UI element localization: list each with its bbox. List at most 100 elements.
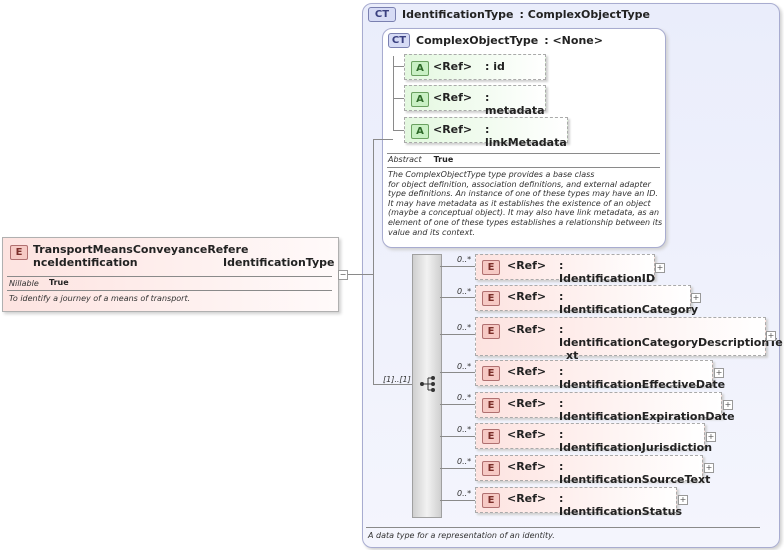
- element-identification-jurisdiction[interactable]: E <Ref> : IdentificationJurisdiction: [475, 423, 712, 454]
- attribute-link-metadata[interactable]: A <Ref> : linkMetadata: [404, 117, 568, 149]
- complex-object-type-divider-2: [387, 167, 660, 168]
- root-connector: [348, 274, 373, 275]
- plus-icon[interactable]: +: [704, 463, 714, 473]
- plus-icon[interactable]: +: [706, 432, 716, 442]
- attribute-id[interactable]: A <Ref> : id: [404, 54, 546, 80]
- plus-icon[interactable]: +: [766, 331, 776, 341]
- sequence-bar[interactable]: [412, 254, 442, 518]
- complex-object-type-description: The ComplexObjectType type provides a ba…: [388, 170, 663, 237]
- attribute-connector-h2: [393, 98, 405, 99]
- seq-connector: [440, 266, 476, 267]
- complex-object-type-title: ComplexObjectType: [416, 34, 539, 47]
- seq-connector: [440, 468, 476, 469]
- attribute-connector-vertical: [393, 56, 394, 130]
- identification-type-header[interactable]: CT IdentificationType : ComplexObjectTyp…: [368, 7, 650, 22]
- attribute-name: : metadata: [485, 91, 545, 117]
- element-occurrence: 0..*: [457, 255, 472, 264]
- element-icon: E: [482, 324, 500, 339]
- attribute-connector-h1: [393, 66, 405, 67]
- description-line: element of one of these types establishe…: [388, 217, 663, 227]
- plus-icon[interactable]: +: [655, 263, 665, 273]
- element-occurrence: 0..*: [457, 287, 472, 296]
- element-ref: <Ref>: [507, 492, 547, 505]
- element-name: : IdentificationExpirationDate: [559, 397, 735, 423]
- seq-connector: [440, 500, 476, 501]
- element-icon: E: [482, 366, 500, 381]
- attribute-ref: <Ref>: [433, 60, 473, 73]
- sequence-occurrence: [1]..[1]: [383, 375, 411, 384]
- abstract-value: True: [433, 155, 454, 164]
- plus-icon[interactable]: +: [678, 495, 688, 505]
- element-icon: E: [482, 461, 500, 476]
- connector-to-sequence-v: [373, 374, 374, 385]
- abstract-row: Abstract True: [388, 155, 453, 164]
- plus-icon[interactable]: +: [723, 400, 733, 410]
- element-ref: <Ref>: [507, 323, 547, 336]
- element-identification-source-text[interactable]: E <Ref> : IdentificationSourceText: [475, 455, 710, 486]
- root-divider-1: [7, 276, 332, 277]
- element-name-line2: xt: [566, 349, 579, 362]
- attribute-ref: <Ref>: [433, 123, 473, 136]
- element-icon: E: [482, 429, 500, 444]
- identification-type-title: IdentificationType: [402, 8, 514, 21]
- sequence-icon: [420, 376, 435, 392]
- seq-connector: [440, 297, 476, 298]
- element-identification-status[interactable]: E <Ref> : IdentificationStatus: [475, 487, 682, 518]
- ct-extension-icon: CT: [368, 7, 396, 22]
- element-occurrence: 0..*: [457, 393, 472, 402]
- connector-to-sequence: [373, 384, 413, 385]
- element-identification-category[interactable]: E <Ref> : IdentificationCategory: [475, 285, 698, 316]
- description-line: The ComplexObjectType type provides a ba…: [388, 170, 595, 179]
- element-name: : IdentificationSourceText: [559, 460, 711, 486]
- element-icon: E: [10, 245, 28, 260]
- description-line: value and its context.: [388, 227, 475, 237]
- attribute-icon: A: [411, 92, 429, 107]
- connector-to-complex-type: [373, 139, 393, 140]
- element-occurrence: 0..*: [457, 323, 472, 332]
- nillable-value: True: [49, 278, 69, 287]
- element-name-line1: : IdentificationCategoryDescriptionTe: [559, 323, 783, 349]
- description-line: for object definition, association defin…: [388, 179, 651, 189]
- complex-object-type-base: : <None>: [544, 34, 603, 47]
- complex-object-type-header[interactable]: CT ComplexObjectType : <None>: [388, 33, 603, 48]
- description-line: type definitions. An instance of one of …: [388, 189, 658, 199]
- identification-type-footer-divider: [366, 527, 760, 528]
- element-ref: <Ref>: [507, 460, 547, 473]
- element-icon: E: [482, 291, 500, 306]
- element-name: : IdentificationCategoryDescriptionTe xt: [559, 323, 783, 362]
- root-element-type: : IdentificationType: [223, 243, 335, 269]
- element-icon: E: [482, 260, 500, 275]
- element-ref: <Ref>: [507, 290, 547, 303]
- ct-icon: CT: [388, 33, 410, 48]
- attribute-name: : linkMetadata: [485, 123, 567, 149]
- identification-type-description: A data type for a representation of an i…: [368, 531, 555, 540]
- attribute-connector-h3: [393, 130, 405, 131]
- root-element-name: TransportMeansConveyanceRefere nceIdenti…: [33, 243, 248, 269]
- element-ref: <Ref>: [507, 365, 547, 378]
- description-line: (maybe a conceptual object). It may also…: [388, 208, 660, 218]
- attribute-metadata[interactable]: A <Ref> : metadata: [404, 85, 546, 117]
- seq-connector: [440, 404, 476, 405]
- element-identification-effective-date[interactable]: E <Ref> : IdentificationEffectiveDate: [475, 360, 725, 391]
- element-identification-category-description-text[interactable]: E <Ref> : IdentificationCategoryDescript…: [475, 317, 783, 362]
- seq-connector: [440, 436, 476, 437]
- element-identification-id[interactable]: E <Ref> : IdentificationID: [475, 254, 655, 285]
- element-occurrence: 0..*: [457, 489, 472, 498]
- plus-icon[interactable]: +: [714, 368, 724, 378]
- element-identification-expiration-date[interactable]: E <Ref> : IdentificationExpirationDate: [475, 392, 735, 423]
- seq-connector: [440, 372, 476, 373]
- element-icon: E: [482, 493, 500, 508]
- description-line: It may have metadata as it establishes t…: [388, 198, 651, 208]
- element-ref: <Ref>: [507, 428, 547, 441]
- element-icon: E: [482, 398, 500, 413]
- minus-icon[interactable]: −: [338, 270, 348, 280]
- element-occurrence: 0..*: [457, 425, 472, 434]
- attribute-icon: A: [411, 124, 429, 139]
- plus-icon[interactable]: +: [691, 293, 701, 303]
- attribute-icon: A: [411, 61, 429, 76]
- root-divider-2: [7, 290, 332, 291]
- root-element-box[interactable]: E TransportMeansConveyanceRefere nceIden…: [2, 237, 339, 312]
- attribute-ref: <Ref>: [433, 91, 473, 104]
- element-name: : IdentificationEffectiveDate: [559, 365, 726, 391]
- root-element-description: To identify a journey of a means of tran…: [9, 294, 191, 303]
